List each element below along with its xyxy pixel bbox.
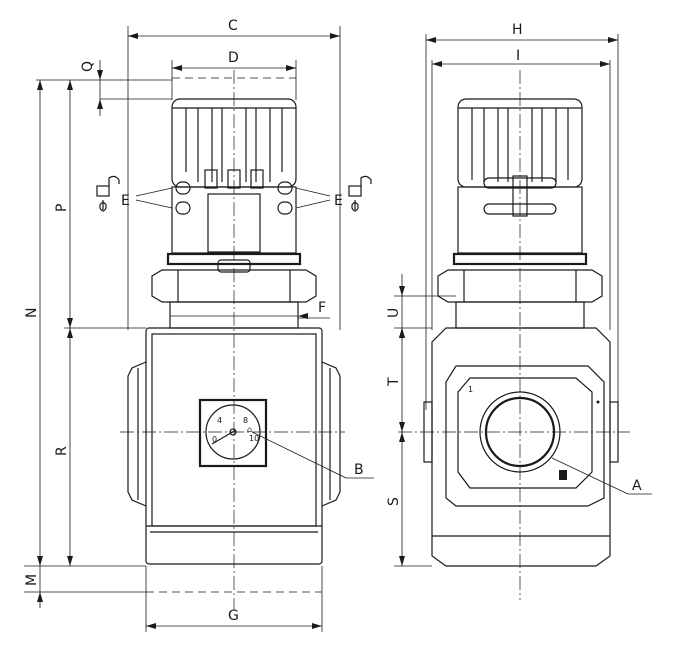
- gauge-mark-4: 4: [217, 416, 222, 425]
- dim-label-e-left: E: [121, 193, 130, 209]
- side-view: 1: [398, 70, 630, 600]
- dim-label-f: F: [318, 300, 326, 316]
- dim-label-s: S: [386, 497, 402, 506]
- gauge-mark-10: 10: [249, 434, 259, 443]
- dim-label-n: N: [24, 308, 40, 318]
- dim-label-h: H: [512, 22, 523, 38]
- padlock-open-icon-right: [348, 175, 372, 212]
- gauge-mark-p: ⌂: [247, 425, 252, 434]
- gauge-mark-0: 0: [212, 435, 217, 444]
- dim-label-u: U: [386, 308, 402, 318]
- dim-label-q: Q: [80, 61, 96, 72]
- port-mark: 1: [468, 385, 473, 394]
- gauge-mark-8: 8: [243, 416, 248, 425]
- dim-label-m: M: [24, 574, 40, 586]
- knob-ribs: [185, 108, 283, 189]
- dim-label-g: G: [228, 608, 239, 624]
- dim-label-d: D: [228, 50, 239, 66]
- dim-label-a: A: [632, 478, 642, 494]
- dim-label-i: I: [516, 48, 520, 64]
- front-view: 4 8 10 0 ⌂: [120, 70, 345, 610]
- padlock-open-icon: [96, 175, 120, 212]
- dim-label-t: T: [386, 377, 402, 387]
- dim-label-e-right: E: [334, 193, 343, 209]
- dim-label-r: R: [54, 446, 70, 456]
- dim-label-b: B: [354, 462, 364, 478]
- dim-label-p: P: [54, 204, 70, 212]
- dim-label-c: C: [228, 18, 238, 34]
